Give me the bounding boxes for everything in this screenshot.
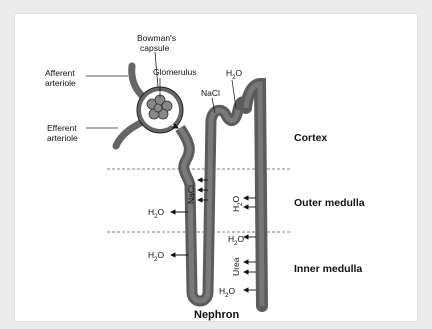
urea-label: Urea: [231, 257, 241, 276]
bowmans-label-2: capsule: [140, 43, 170, 53]
bowmans-label-1: Bowman's: [137, 33, 176, 43]
nacl-ascending-label: NaCl: [186, 185, 196, 204]
h2o-top-leader: [232, 80, 236, 108]
efferent-label-2: arteriole: [47, 133, 78, 143]
collecting-duct-highlight: [246, 84, 262, 306]
nacl-top-label: NaCl: [201, 88, 220, 98]
h2o-collecting-arrows: [244, 198, 256, 290]
zone-inner-medulla: Inner medulla: [294, 263, 362, 275]
glomerulus-label: Glomerulus: [153, 67, 196, 77]
urea-arrows: [244, 262, 256, 272]
h2o-bottom-label: H2O: [219, 286, 235, 299]
efferent-label-1: Efferent: [47, 123, 77, 133]
afferent-label-2: arteriole: [45, 78, 76, 88]
h2o-top-label: H2O: [226, 68, 242, 81]
h2o-inner-left-label: H2O: [148, 250, 164, 263]
h2o-inner-right-label: H2O: [228, 234, 244, 247]
afferent-label-1: Afferent: [45, 68, 75, 78]
h2o-outer-left-label: H2O: [148, 207, 164, 220]
zone-outer-medulla: Outer medulla: [294, 197, 365, 209]
diagram-title: Nephron: [194, 309, 240, 321]
zone-cortex: Cortex: [294, 132, 327, 144]
h2o-outer-right-label: H2O: [231, 196, 244, 212]
